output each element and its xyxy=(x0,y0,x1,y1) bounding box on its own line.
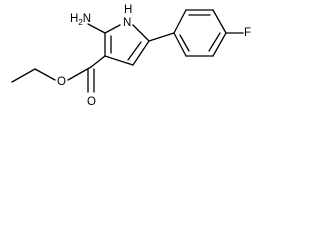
bond-c2-nh2 xyxy=(87,23,106,34)
phenyl-ring xyxy=(173,9,227,57)
bond-c4-c5 xyxy=(132,40,150,66)
carbonyl-oxygen-label: O xyxy=(87,96,96,108)
fluorine-label: F xyxy=(244,27,251,39)
bond-ph-1-2 xyxy=(173,9,187,34)
ring-nh-h-label: H xyxy=(124,4,132,16)
ester-group xyxy=(67,55,106,93)
bond-c4-c5-inner xyxy=(127,41,142,61)
molecule-structure: H2N H N F O O xyxy=(11,4,251,108)
bond-ch3-ch2 xyxy=(11,68,36,83)
bond-ph-inner-c xyxy=(179,34,190,52)
bond-c3-c4 xyxy=(104,55,134,66)
bond-ph-3-4 xyxy=(212,9,227,34)
amine-label: H2N xyxy=(70,13,91,27)
bond-c5-n1 xyxy=(132,24,150,42)
bond-n1-c2 xyxy=(104,24,121,34)
pyrrole-ring xyxy=(87,23,150,66)
ring-nh-n-label: N xyxy=(123,17,131,29)
ester-ether-oxygen-label: O xyxy=(57,76,66,88)
bond-carbonyl-c-ring xyxy=(90,55,106,68)
bond-ph-inner-b xyxy=(208,32,221,52)
ethyl-group xyxy=(11,68,56,83)
bond-pyrrole-phenyl xyxy=(148,32,175,42)
bond-o-carbonyl-c xyxy=(67,66,92,81)
bond-ch2-o xyxy=(34,68,56,81)
bond-ph-4-5 xyxy=(212,32,227,57)
bond-ph-6-1 xyxy=(173,32,187,57)
